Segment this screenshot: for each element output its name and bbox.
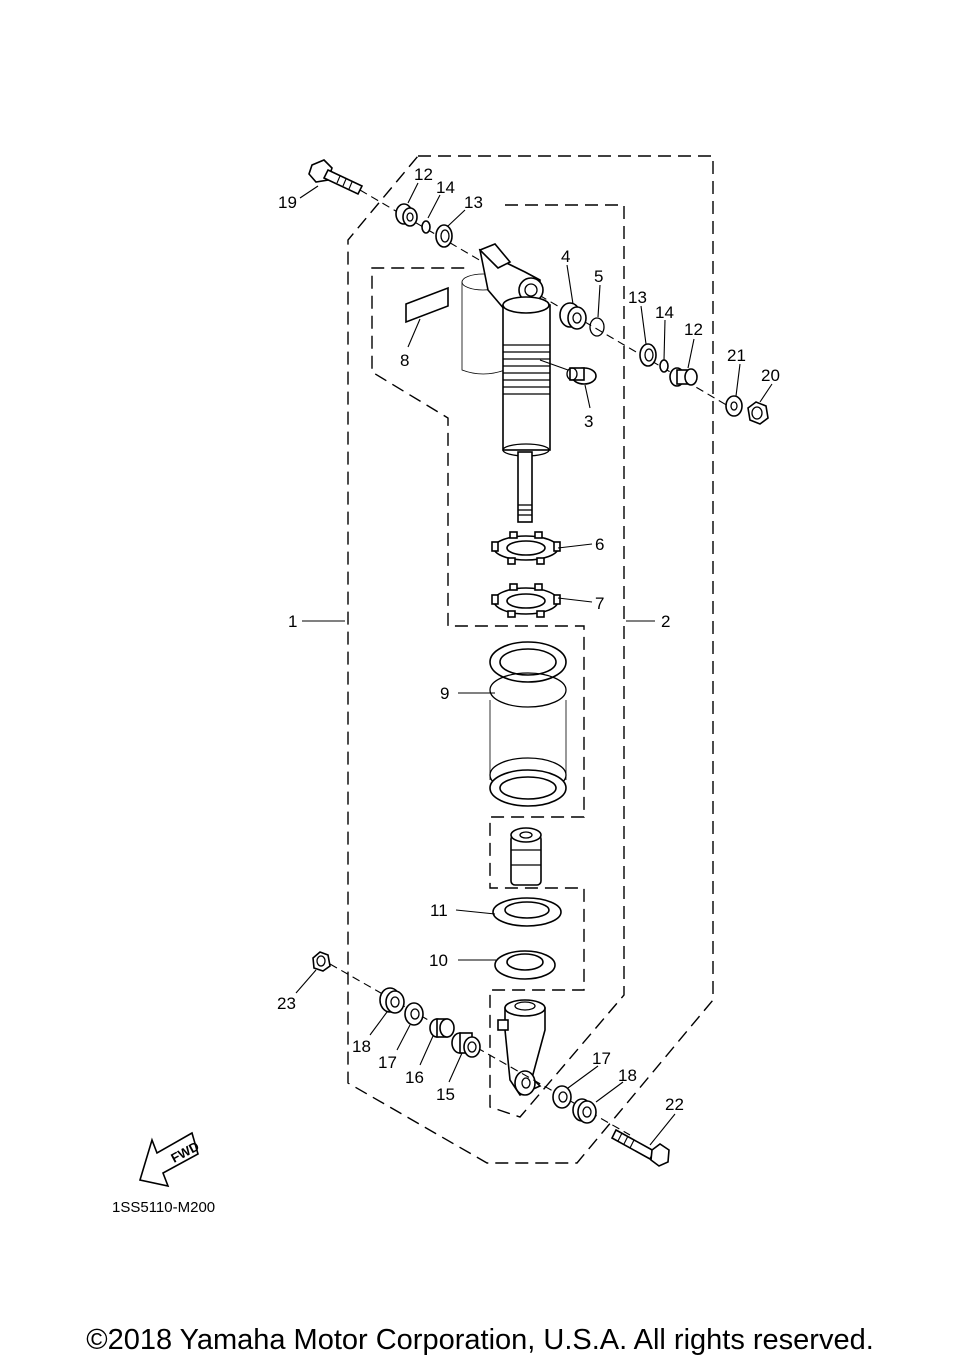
callout-17-right: 17 (592, 1049, 611, 1068)
callout-13-upper: 13 (464, 193, 483, 212)
callout-18-right: 18 (618, 1066, 637, 1085)
part-23-nut (312, 951, 331, 972)
callout-10: 10 (429, 951, 448, 970)
callout-9: 9 (440, 684, 449, 703)
part-10-spring-guide (494, 950, 556, 980)
callout-6: 6 (595, 535, 604, 554)
part-lower-clevis (497, 999, 546, 1097)
part-14-oring-upper (421, 220, 431, 234)
part-19-bolt (308, 159, 364, 196)
part-8-label-sticker (405, 286, 449, 324)
callout-20: 20 (761, 366, 780, 385)
fwd-arrow-icon: FWD (138, 1131, 202, 1188)
callout-12-upper: 12 (414, 165, 433, 184)
callout-11: 11 (430, 901, 448, 920)
callout-19: 19 (278, 193, 297, 212)
part-6-locknut (491, 531, 561, 565)
part-13-seal-lower (639, 343, 657, 367)
callout-21: 21 (727, 346, 746, 365)
part-4-bearing (559, 302, 587, 330)
part-18-collar-left (379, 987, 405, 1014)
assembly-outline-2 (371, 204, 625, 1118)
callout-14-lower: 14 (655, 303, 674, 322)
callout-2: 2 (661, 612, 670, 631)
part-20-nut (747, 401, 769, 425)
part-9-spring (489, 641, 567, 807)
callout-17-left: 17 (378, 1053, 397, 1072)
part-17-seal-right (552, 1085, 572, 1109)
part-18-collar-right (572, 1098, 597, 1124)
part-bump-stopper (510, 827, 542, 886)
callout-3: 3 (584, 412, 593, 431)
callout-5: 5 (594, 267, 603, 286)
part-12-collar-upper (395, 203, 418, 227)
part-3-adjuster (566, 367, 597, 385)
part-11-spring-seat (492, 897, 562, 927)
callout-4: 4 (561, 247, 570, 266)
part-17-seal-left (404, 1002, 424, 1026)
callout-18-left: 18 (352, 1037, 371, 1056)
callout-12-lower: 12 (684, 320, 703, 339)
part-2-shock-absorber (461, 243, 551, 523)
part-13-seal-upper (435, 224, 453, 248)
callout-7: 7 (595, 594, 604, 613)
callout-13-lower: 13 (628, 288, 647, 307)
copyright-notice: ©2018 Yamaha Motor Corporation, U.S.A. A… (86, 1324, 874, 1356)
callout-23: 23 (277, 994, 296, 1013)
assembly-outline-1 (347, 155, 714, 1164)
callout-15: 15 (436, 1085, 455, 1104)
callout-22: 22 (665, 1095, 684, 1114)
part-14-oring-lower (659, 359, 669, 373)
part-15-bearing (451, 1032, 481, 1058)
callout-1: 1 (288, 612, 297, 631)
part-16-collar (429, 1018, 455, 1038)
callout-8: 8 (400, 351, 409, 370)
part-22-bolt (610, 1128, 670, 1167)
part-7-adjusting-nut (491, 583, 561, 618)
part-12-collar-lower (669, 367, 698, 387)
callout-16: 16 (405, 1068, 424, 1087)
drawing-code: 1SS5110-M200 (112, 1199, 215, 1216)
part-21-washer (725, 395, 743, 417)
callout-14-upper: 14 (436, 178, 455, 197)
part-5-circlip (589, 317, 605, 337)
